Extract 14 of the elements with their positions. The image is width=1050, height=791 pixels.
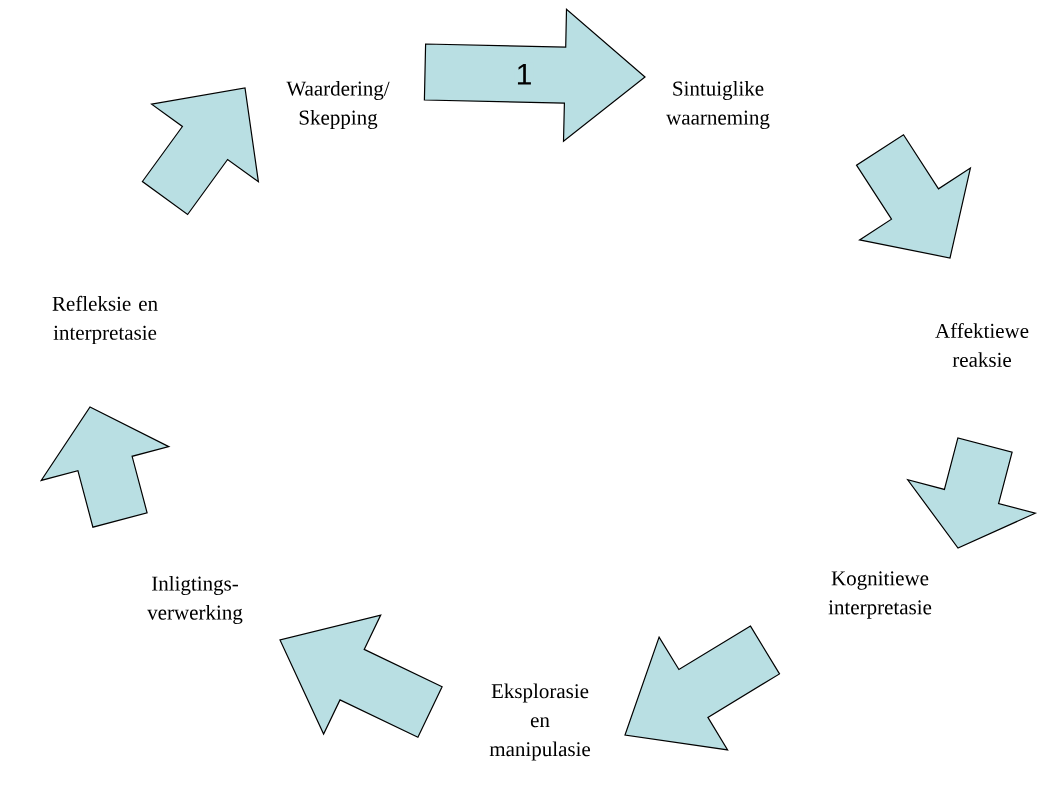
block-arrow	[906, 437, 1038, 549]
edge-label: 1	[517, 63, 531, 85]
stage-label: Eksplorasie en manipulasie	[489, 683, 591, 761]
stage-label: Waardering/ Skepping	[286, 80, 390, 130]
block-arrow	[423, 7, 646, 143]
block-arrow	[39, 406, 171, 528]
stage-label: Affektiewe reaksie	[935, 323, 1029, 367]
block-arrow	[279, 614, 443, 738]
stage-label: Inligtings- verwerking	[147, 575, 243, 625]
stage-label: Refleksie en interpretasie	[52, 295, 158, 345]
block-arrow	[624, 625, 781, 751]
stage-label: Sintuiglike waarneming	[666, 80, 770, 130]
stage-label: Kognitiewe interpretasie	[828, 571, 932, 619]
block-arrow	[141, 87, 260, 216]
